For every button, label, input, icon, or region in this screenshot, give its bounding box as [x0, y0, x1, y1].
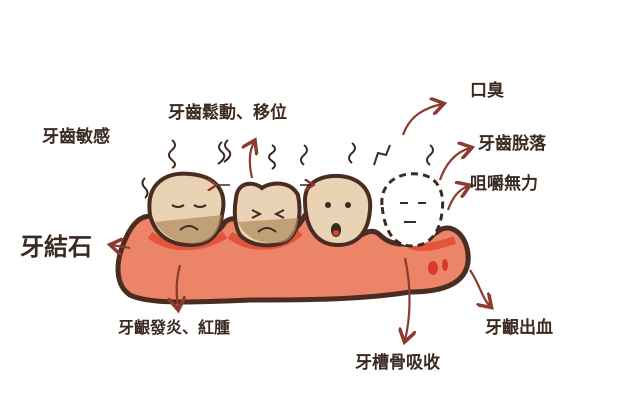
odor-squiggles: [141, 139, 434, 199]
blood-spot: [428, 261, 438, 275]
tooth-loose: [232, 181, 302, 248]
tooth-missing-outline: [380, 172, 445, 248]
label-gum-inflammation: 牙齦發炎、紅腫: [118, 318, 230, 337]
tooth-surprised: [302, 173, 373, 248]
label-gum-bleeding: 牙齦出血: [485, 317, 553, 338]
tooth-sensitive: [147, 171, 226, 248]
label-tooth-sensitivity: 牙齒敏感: [42, 126, 110, 147]
label-tartar: 牙結石: [20, 233, 92, 261]
annotation-arrows: [112, 104, 490, 340]
label-weak-chewing: 咀嚼無力: [470, 173, 538, 194]
label-bone-resorption: 牙槽骨吸收: [355, 352, 440, 373]
label-bad-breath: 口臭: [470, 80, 504, 101]
label-tooth-loosening: 牙齒鬆動、移位: [168, 102, 287, 123]
label-tooth-loss: 牙齒脫落: [478, 133, 547, 154]
